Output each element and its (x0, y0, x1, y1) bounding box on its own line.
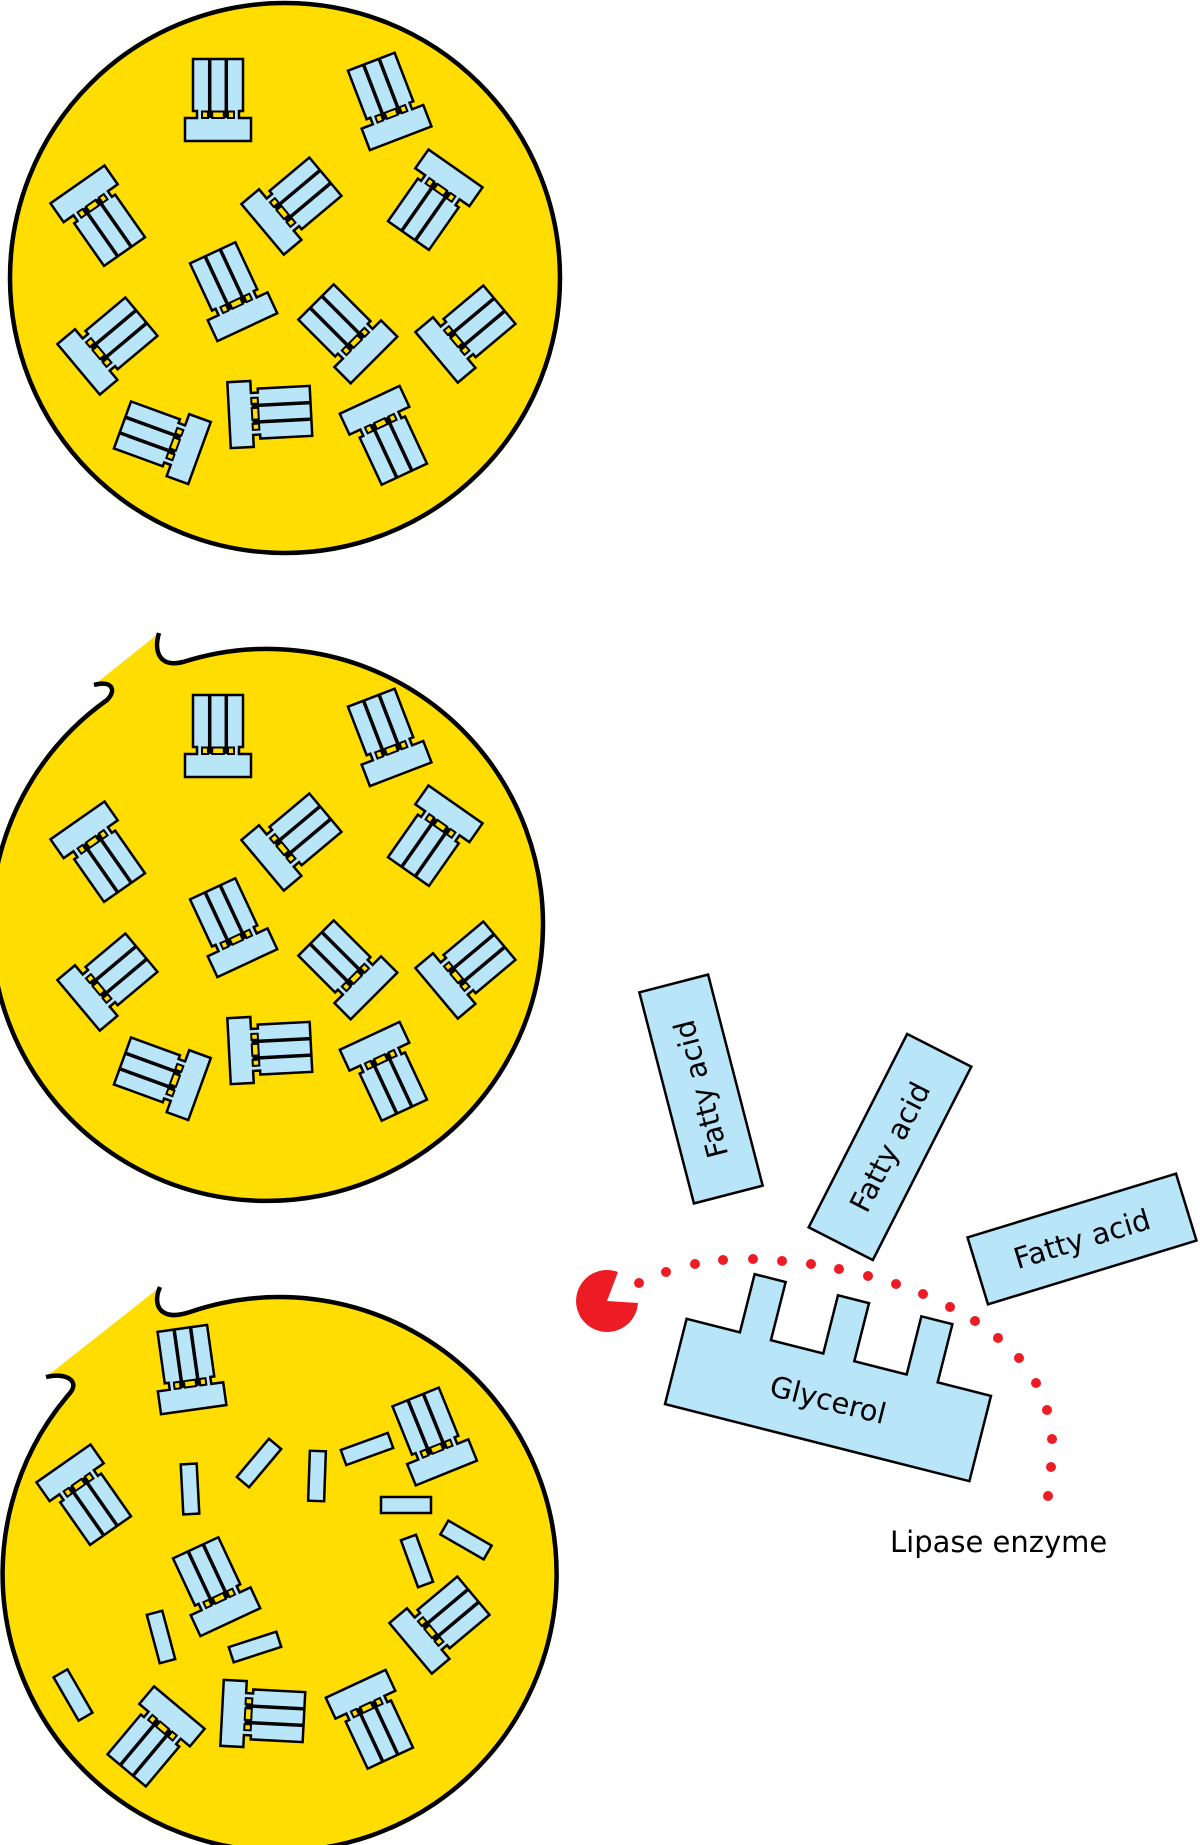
path-dot (634, 1278, 644, 1288)
fatty-acid-shape (965, 1172, 1199, 1306)
glycerol-block: Glycerol (663, 1272, 993, 1483)
triglyceride-molecule (225, 376, 315, 450)
path-dot (945, 1302, 955, 1312)
lipase-enzyme-label: Lipase enzyme (890, 1525, 1107, 1559)
triglyceride-molecule (183, 693, 253, 779)
path-dot (1031, 1378, 1041, 1388)
fat-droplet-attacked (0, 632, 546, 1204)
path-dot (1042, 1405, 1052, 1415)
free-fatty-acid (438, 1518, 494, 1562)
triglyceride-molecule (218, 1678, 308, 1752)
free-fatty-acid (145, 1609, 177, 1665)
path-dot (993, 1333, 1003, 1343)
fat-droplet-digested (0, 1286, 559, 1845)
free-fatty-acid (235, 1436, 283, 1490)
free-fatty-acid (379, 1495, 433, 1515)
path-dot (661, 1267, 671, 1277)
lipase-path-dots (634, 1254, 1057, 1501)
path-dot (718, 1255, 728, 1265)
fat-droplet-outline (7, 0, 563, 556)
path-dot (834, 1264, 844, 1274)
triglyceride-molecule (225, 1012, 315, 1086)
fat-droplet-fill (2, 1287, 557, 1845)
free-fatty-acid (399, 1533, 435, 1589)
free-fatty-acid (179, 1462, 201, 1516)
lipase-enzyme: Lipase enzyme (576, 1254, 1107, 1559)
path-dot (1046, 1462, 1056, 1472)
fatty-acid-shape (806, 1032, 974, 1262)
path-dot (970, 1316, 980, 1326)
path-dot (918, 1289, 928, 1299)
free-fatty-acid (306, 1449, 328, 1503)
glycerol-shape (663, 1272, 993, 1483)
triglyceride-molecule (183, 57, 253, 143)
path-dot (863, 1271, 873, 1281)
fat-droplet-outline (0, 632, 546, 1204)
free-fatty-acid (339, 1431, 395, 1467)
fatty-acid-block: Fatty acid (806, 1032, 974, 1262)
fat-droplet-intact (7, 0, 563, 556)
path-dot (891, 1279, 901, 1289)
path-dot (748, 1254, 758, 1264)
path-dot (806, 1259, 816, 1269)
free-fatty-acid (51, 1667, 95, 1723)
free-fatty-acid (227, 1630, 283, 1664)
path-dot (1014, 1353, 1024, 1363)
free-fatty-acid-group (51, 1431, 494, 1723)
fat-droplet-outline (0, 1286, 559, 1845)
path-dot (777, 1256, 787, 1266)
fatty-acid-block: Fatty acid (637, 973, 765, 1205)
lipase-enzyme-icon (576, 1270, 638, 1333)
fatty-acid-block: Fatty acid (965, 1172, 1199, 1306)
fatty-acid-shape (637, 973, 765, 1205)
path-dot (1043, 1491, 1053, 1501)
path-dot (690, 1259, 700, 1269)
path-dot (1047, 1434, 1057, 1444)
